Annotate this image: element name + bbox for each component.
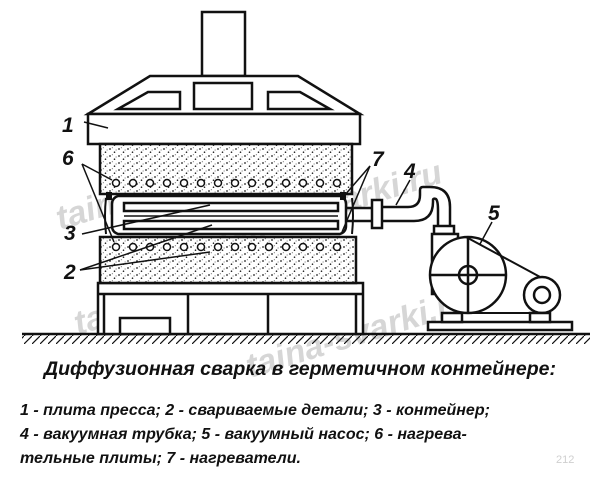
vacuum-tube xyxy=(346,185,456,236)
ground xyxy=(22,332,590,344)
callout-5: 5 xyxy=(488,202,500,225)
caption-title: Диффузионная сварка в герметичном контей… xyxy=(44,358,556,380)
press-frame xyxy=(96,281,365,336)
callout-2: 2 xyxy=(63,261,76,284)
callout-1: 1 xyxy=(62,114,74,137)
legend-line: 4 - вакуумная трубка; 5 - вакуумный насо… xyxy=(20,426,467,443)
vacuum-pump xyxy=(426,232,574,332)
legend-line: тельные плиты; 7 - нагреватели. xyxy=(20,450,301,467)
legend: 1 - плита пресса; 2 - свариваемые детали… xyxy=(20,399,592,471)
leader-lines xyxy=(79,121,493,271)
callout-6: 6 xyxy=(62,147,74,170)
container xyxy=(104,194,354,236)
callout-7: 7 xyxy=(372,148,385,171)
legend-line: 1 - плита пресса; 2 - свариваемые детали… xyxy=(20,402,490,419)
heating-plate-upper xyxy=(98,142,354,196)
callout-labels: 1 6 3 2 7 4 5 xyxy=(62,114,500,284)
callout-3: 3 xyxy=(64,222,76,245)
heaters xyxy=(106,192,346,200)
page-number: 212 xyxy=(556,454,574,466)
heating-plate-lower xyxy=(98,235,358,285)
press-plate-upper xyxy=(83,10,365,146)
callout-4: 4 xyxy=(403,160,416,183)
